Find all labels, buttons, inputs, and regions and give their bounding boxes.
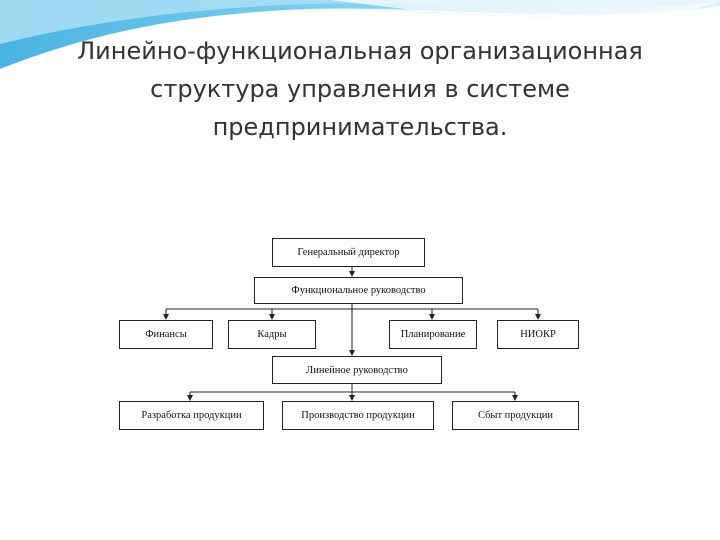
node-product-sales: Сбыт продукции xyxy=(452,401,579,430)
node-functional-management-label: Функциональное руководство xyxy=(291,285,426,296)
node-hr-label: Кадры xyxy=(257,329,287,340)
node-finance: Финансы xyxy=(119,320,213,349)
header-wave-decoration xyxy=(0,0,720,71)
node-hr: Кадры xyxy=(228,320,316,349)
node-product-sales-label: Сбыт продукции xyxy=(477,410,554,421)
slide-title-line-1: Линейно-функциональная организационная xyxy=(77,37,643,65)
node-line-management: Линейное руководство xyxy=(272,356,442,384)
node-product-development: Разработка продукции xyxy=(119,401,264,430)
node-planning: Планирование xyxy=(389,320,477,349)
slide-title-line-2: структура управления в системе xyxy=(150,75,570,103)
node-finance-label: Финансы xyxy=(145,329,187,340)
node-line-management-label: Линейное руководство xyxy=(306,364,408,376)
node-general-director-label: Генеральный директор xyxy=(297,247,400,258)
node-general-director: Генеральный директор xyxy=(272,238,425,267)
slide-title: Линейно-функциональная организационная с… xyxy=(40,32,680,146)
node-rnd-label: НИОКР xyxy=(520,329,556,340)
node-rnd: НИОКР xyxy=(497,320,579,349)
node-product-production-label: Производство продукции xyxy=(301,410,415,421)
slide-title-line-3: предпринимательства. xyxy=(212,113,508,141)
node-product-development-label: Разработка продукции xyxy=(141,410,242,421)
node-functional-management: Функциональное руководство xyxy=(254,277,463,304)
node-product-production: Производство продукции xyxy=(282,401,434,430)
node-planning-label: Планирование xyxy=(400,329,466,340)
